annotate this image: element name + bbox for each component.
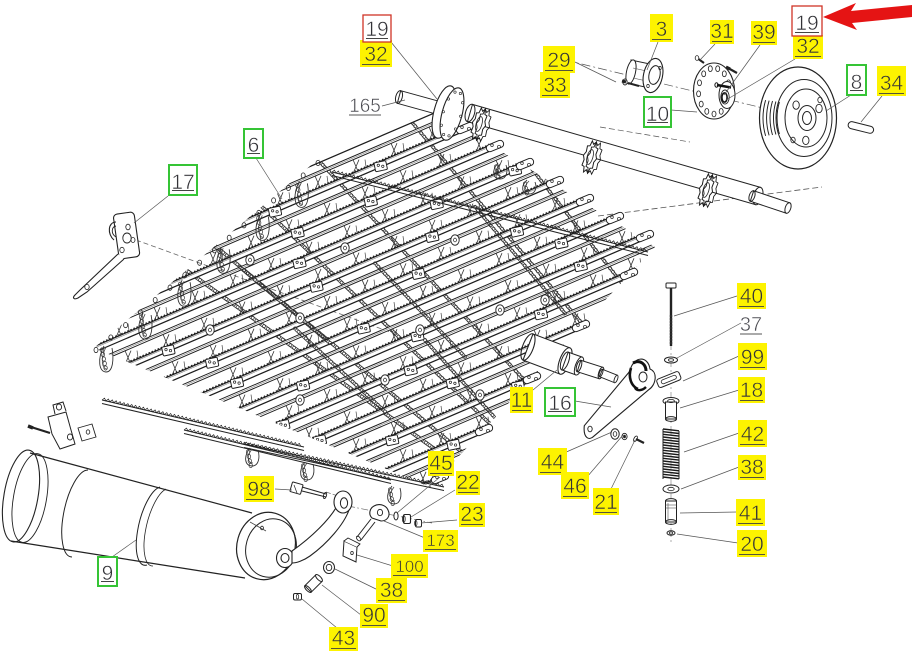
svg-text:8: 8: [851, 71, 863, 94]
svg-text:41: 41: [739, 502, 762, 525]
svg-text:11: 11: [511, 389, 533, 412]
svg-text:38: 38: [740, 456, 763, 479]
svg-text:33: 33: [543, 74, 566, 97]
svg-text:21: 21: [594, 491, 617, 514]
svg-text:9: 9: [102, 562, 114, 585]
svg-text:29: 29: [547, 49, 570, 72]
svg-text:40: 40: [740, 285, 763, 308]
svg-text:165: 165: [349, 96, 381, 117]
svg-text:42: 42: [741, 423, 764, 446]
svg-text:45: 45: [429, 452, 452, 475]
svg-text:3: 3: [656, 18, 668, 41]
svg-text:34: 34: [880, 72, 904, 95]
svg-text:22: 22: [456, 471, 479, 494]
svg-text:32: 32: [796, 35, 819, 58]
svg-text:44: 44: [541, 451, 565, 474]
svg-text:18: 18: [740, 379, 763, 402]
svg-text:17: 17: [171, 171, 194, 194]
svg-text:90: 90: [362, 604, 385, 627]
svg-text:32: 32: [364, 43, 387, 66]
svg-text:20: 20: [740, 533, 763, 556]
svg-text:16: 16: [548, 392, 571, 415]
svg-text:10: 10: [646, 103, 669, 126]
svg-text:100: 100: [395, 557, 423, 576]
svg-text:23: 23: [460, 503, 483, 526]
svg-text:173: 173: [426, 531, 454, 550]
svg-text:37: 37: [740, 314, 762, 336]
svg-text:99: 99: [741, 346, 764, 369]
svg-text:39: 39: [752, 21, 775, 44]
svg-text:46: 46: [563, 475, 586, 498]
svg-text:31: 31: [710, 20, 733, 43]
svg-text:98: 98: [247, 478, 270, 501]
svg-text:19: 19: [365, 18, 388, 41]
svg-text:38: 38: [380, 579, 403, 602]
svg-text:6: 6: [248, 134, 260, 157]
svg-text:19: 19: [795, 12, 818, 35]
svg-text:43: 43: [332, 627, 355, 650]
